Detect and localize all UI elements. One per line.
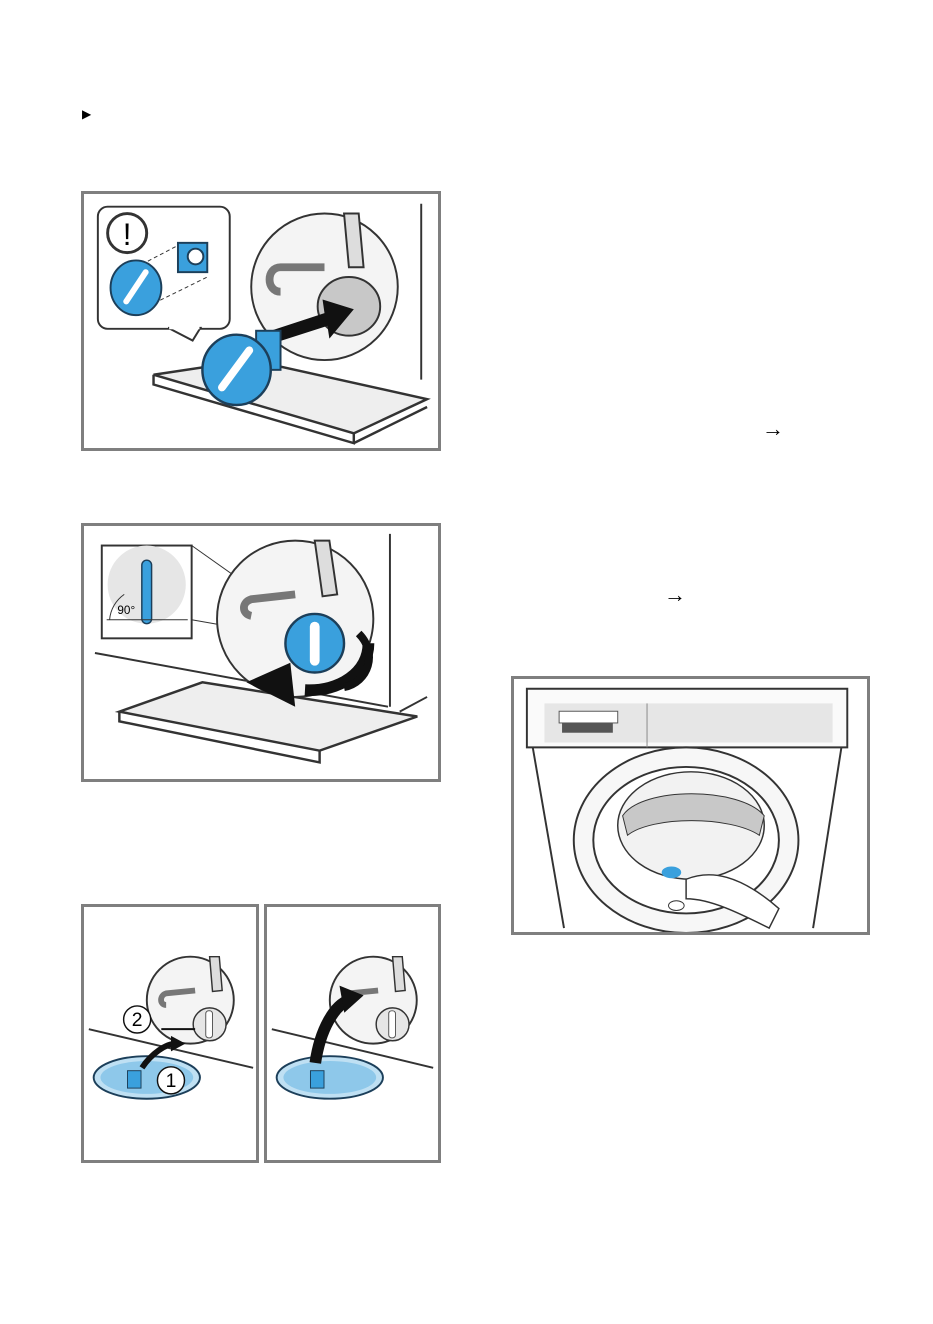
step-1-label: 1 — [166, 1071, 177, 1092]
figure-turn-filter: 90° — [81, 523, 441, 782]
bullet-marker: ▶ — [82, 108, 91, 120]
figure-washing-machine — [511, 676, 870, 935]
cross-reference-arrow: → — [664, 584, 686, 606]
figure-insert-filter: ! — [81, 191, 441, 451]
step-2-label: 2 — [132, 1010, 143, 1031]
figure-lift-flap — [264, 904, 441, 1163]
angle-label: 90° — [117, 604, 135, 617]
cross-reference-arrow: → — [762, 418, 784, 440]
figure-open-flap: 1 2 — [81, 904, 259, 1163]
warning-icon: ! — [123, 217, 132, 252]
